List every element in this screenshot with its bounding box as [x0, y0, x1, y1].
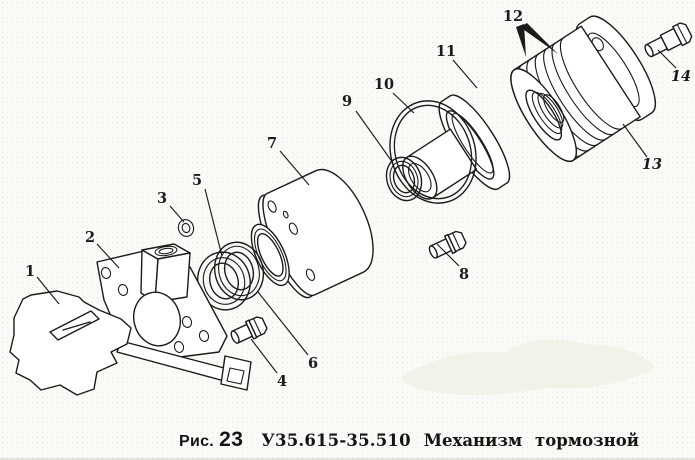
- scan-edge: [0, 458, 695, 460]
- leader-line-7: [279, 150, 310, 186]
- leader-line-14: [657, 49, 677, 69]
- callout-6: 6: [308, 355, 318, 372]
- leader-line-2: [96, 243, 120, 269]
- leader-line-11: [452, 59, 478, 89]
- arrow-12-1: [516, 24, 526, 57]
- part-9-o-ring: [385, 156, 423, 202]
- callout-1: 1: [25, 263, 35, 280]
- part-8-bolt: [428, 230, 467, 259]
- figure-label: Рис.: [179, 433, 215, 450]
- callout-5: 5: [192, 172, 202, 189]
- leader-line-5: [204, 188, 223, 257]
- arrow-12-2: [520, 23, 558, 54]
- callout-14: 14: [671, 68, 691, 85]
- callout-10: 10: [374, 76, 394, 93]
- leader-line-6: [257, 291, 309, 356]
- part-2-bracket: [96, 243, 252, 391]
- part-13-grooved-drum: [510, 15, 657, 162]
- leader-line-10: [392, 92, 415, 114]
- part-3-small-o-ring: [177, 219, 195, 237]
- leader-line-3: [169, 205, 185, 223]
- part-4-bolt: [230, 316, 268, 344]
- callout-11: 11: [436, 43, 456, 60]
- leader-line-1: [36, 276, 60, 305]
- callout-7: 7: [267, 135, 277, 152]
- callout-3: 3: [157, 190, 167, 207]
- figure-title: Механизм тормозной: [423, 431, 639, 450]
- callout-9: 9: [342, 93, 352, 110]
- leader-line-4: [250, 338, 278, 374]
- callout-4: 4: [277, 373, 287, 390]
- leader-line-9: [355, 110, 394, 164]
- part-5-seal-ring: [197, 251, 251, 311]
- figure-number: 23: [219, 428, 244, 451]
- leader-line-8: [436, 243, 460, 267]
- part-1-pad-plate: [9, 290, 132, 396]
- callout-13: 13: [642, 156, 662, 173]
- figure-caption: Рис. 23 У35.615-35.510 Механизм тормозно…: [179, 428, 639, 452]
- part-10-o-ring-large: [389, 100, 477, 204]
- leader-line-13: [622, 123, 648, 158]
- callout-12: 12: [503, 8, 523, 25]
- watermark-smudge: [401, 339, 655, 396]
- part-code: У35.615-35.510: [261, 431, 411, 450]
- part-7-cylinder-drum: [250, 168, 374, 299]
- part-14-bolt: [644, 22, 693, 58]
- callout-2: 2: [85, 229, 95, 246]
- callout-8: 8: [459, 266, 469, 283]
